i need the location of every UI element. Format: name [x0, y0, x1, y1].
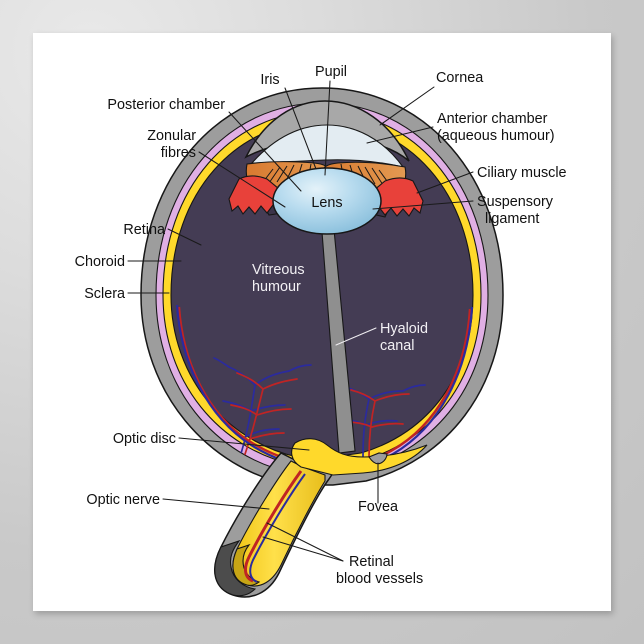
label-cornea: Cornea [436, 70, 483, 86]
label-retinal-blood-vessels-line1: Retinal [349, 554, 394, 570]
label-posterior-chamber: Posterior chamber [107, 97, 225, 113]
label-optic-disc: Optic disc [113, 431, 176, 447]
retinal-blood-vessel-tree [213, 357, 426, 464]
label-group: Pupil Iris Cornea Posterior chamber Zonu… [75, 64, 567, 587]
eye-anatomy-poster: Pupil Iris Cornea Posterior chamber Zonu… [33, 33, 611, 611]
optic-disc-region [291, 438, 428, 476]
label-vitreous-humour-line2: humour [252, 279, 301, 295]
label-suspensory-ligament-line2: ligament [485, 211, 539, 227]
label-suspensory-ligament-line1: Suspensory [477, 194, 554, 210]
label-anterior-chamber-line2: (aqueous humour) [437, 128, 555, 144]
lens [272, 167, 382, 235]
label-fovea: Fovea [358, 499, 398, 515]
leader-lines [127, 80, 474, 562]
label-pupil: Pupil [315, 64, 347, 80]
label-vitreous-humour-line1: Vitreous [252, 262, 305, 278]
label-retina: Retina [123, 222, 165, 238]
label-hyaloid-canal-line2: canal [380, 338, 414, 354]
label-ciliary-muscle: Ciliary muscle [477, 165, 567, 181]
label-zonular-fibres-line2: fibres [161, 145, 196, 161]
label-anterior-chamber-line1: Anterior chamber [437, 111, 548, 127]
label-zonular-fibres-line1: Zonular [147, 128, 196, 144]
eye-anatomy-diagram: Pupil Iris Cornea Posterior chamber Zonu… [75, 64, 567, 598]
label-choroid: Choroid [75, 254, 125, 270]
label-lens: Lens [311, 195, 342, 211]
label-sclera: Sclera [84, 286, 125, 302]
label-hyaloid-canal-line1: Hyaloid [380, 321, 428, 337]
optic-nerve [214, 452, 335, 598]
label-optic-nerve: Optic nerve [86, 492, 160, 508]
label-iris: Iris [260, 72, 279, 88]
label-retinal-blood-vessels-line2: blood vessels [336, 571, 423, 587]
